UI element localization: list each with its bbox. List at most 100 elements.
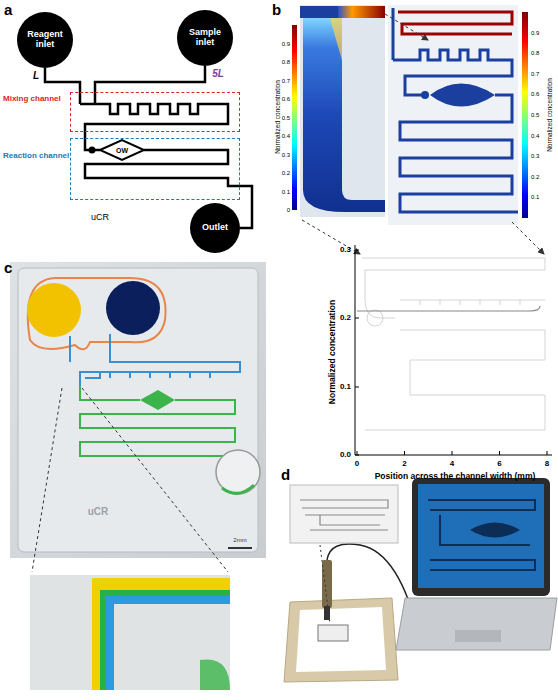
mixing-region: Mixing channel [70,92,240,132]
callout-arrow [512,222,544,254]
colorbar-title: Normalized concentration [547,78,554,152]
sim-channel-red [398,12,512,34]
node-label: Mixing channel [3,94,61,103]
colorbar-tick: 0.7 [282,78,290,84]
mixing-plume [330,18,342,60]
window-label: OW [116,147,128,154]
axis-tick-label: 0.2 [340,314,351,322]
colorbar-tick: 0.9 [282,41,290,47]
reaction-serpentine [85,138,240,186]
reaction-channel-photo [80,386,235,470]
teeth-photo [85,372,210,378]
colorbar-tick: 0.1 [282,189,290,195]
outlet-circle: Outlet [190,203,240,253]
image-card [290,485,398,543]
colorbar-tick: 0.5 [282,115,290,121]
laptop-screen [418,484,544,588]
callout-arrows [302,14,544,254]
stem-channel [303,18,385,212]
colorbar-tick: 0.7 [531,71,539,77]
chip-on-pad [318,625,348,641]
window-photo [140,390,175,410]
node-label: Reagent inlet [21,30,69,50]
inset-background [300,5,385,217]
photo-channels [70,334,240,470]
panel-letter: a [4,2,12,17]
node-label: Sample inlet [181,28,229,48]
panel-letter: d [281,467,290,482]
colorbar-title: Normalized concentration [275,80,282,154]
top-channel [300,6,385,18]
microscope-lens [324,606,330,620]
colorbar-tick: 0.3 [282,152,290,158]
screen-channels [428,500,535,570]
axis-tick-label: 8 [545,460,549,468]
chip-label: uCR [91,213,109,222]
axis-title: Normalized concentration [328,300,337,404]
axis-tick-label: 0.1 [340,383,351,391]
card-leader [320,545,330,624]
colorbar-tick: 0.5 [531,112,539,118]
channel-connector [95,66,205,92]
laptop-bezel [412,478,550,596]
green-interface [100,590,230,690]
blue-stream [106,596,230,690]
light-pad-surface [296,607,386,672]
setup-illustration [284,478,557,682]
scale-bar [228,547,252,549]
inlet-circle: Reagent inlet [17,12,73,68]
callout-arrow [302,220,360,254]
colorbar-tick: 0.3 [531,153,539,159]
screen-window [470,523,520,538]
zoom-lines [32,388,228,572]
data-line [357,306,540,311]
yellow-stream [30,578,230,690]
chip-body [18,268,258,552]
panel-letter: c [4,260,12,275]
axis-tick-label: 4 [450,460,454,468]
colorbar-tick: 0.2 [531,174,539,180]
colorbar-tick: 0.8 [531,50,539,56]
inlet-outline [28,278,166,349]
axis-title: Position across the channel width (mm) [375,472,536,481]
colorbar-tick: 0.2 [282,170,290,176]
channel-connector [84,132,87,138]
sim-window [430,84,495,107]
card-channels [300,500,388,530]
chip-photo [10,262,266,558]
light-pad [284,598,398,682]
colorbar-tick: 0.8 [282,59,290,65]
mixing-serpentine [80,92,228,132]
laptop-base [396,598,557,650]
channel-connector [240,186,252,228]
outlet-stain [222,485,254,493]
node-label: Outlet [202,223,228,233]
outlet-photo [216,450,260,494]
axes [355,245,552,455]
axis-tick-label: 0.0 [340,451,351,459]
blue-inlet [106,281,160,335]
trackpad [455,630,501,642]
colorbar-tick: 0.6 [282,96,290,102]
simulated-channels [393,8,518,212]
colorbar [292,25,297,210]
colorbar-tick: 0.4 [282,133,290,139]
channel-connector [45,68,80,92]
ghost-chip [362,258,545,430]
reagent-stream [338,6,385,18]
axis-tick-label: 6 [497,460,501,468]
length-label: L [33,71,39,81]
line-chart [355,245,552,455]
sim-dot [421,91,429,99]
yellow-inlet [27,283,81,337]
colorbar [522,12,528,218]
colorbar-tick: 0.1 [531,194,539,200]
axis-ticks [355,250,547,455]
colorbar-tick: 0.6 [531,91,539,97]
inlet-circle: Sample inlet [177,10,233,66]
length-label: 5L [212,69,224,79]
axis-tick-label: 0 [355,460,359,468]
colorbar-tick: 0.9 [531,30,539,36]
axis-tick-label: 2 [402,460,406,468]
